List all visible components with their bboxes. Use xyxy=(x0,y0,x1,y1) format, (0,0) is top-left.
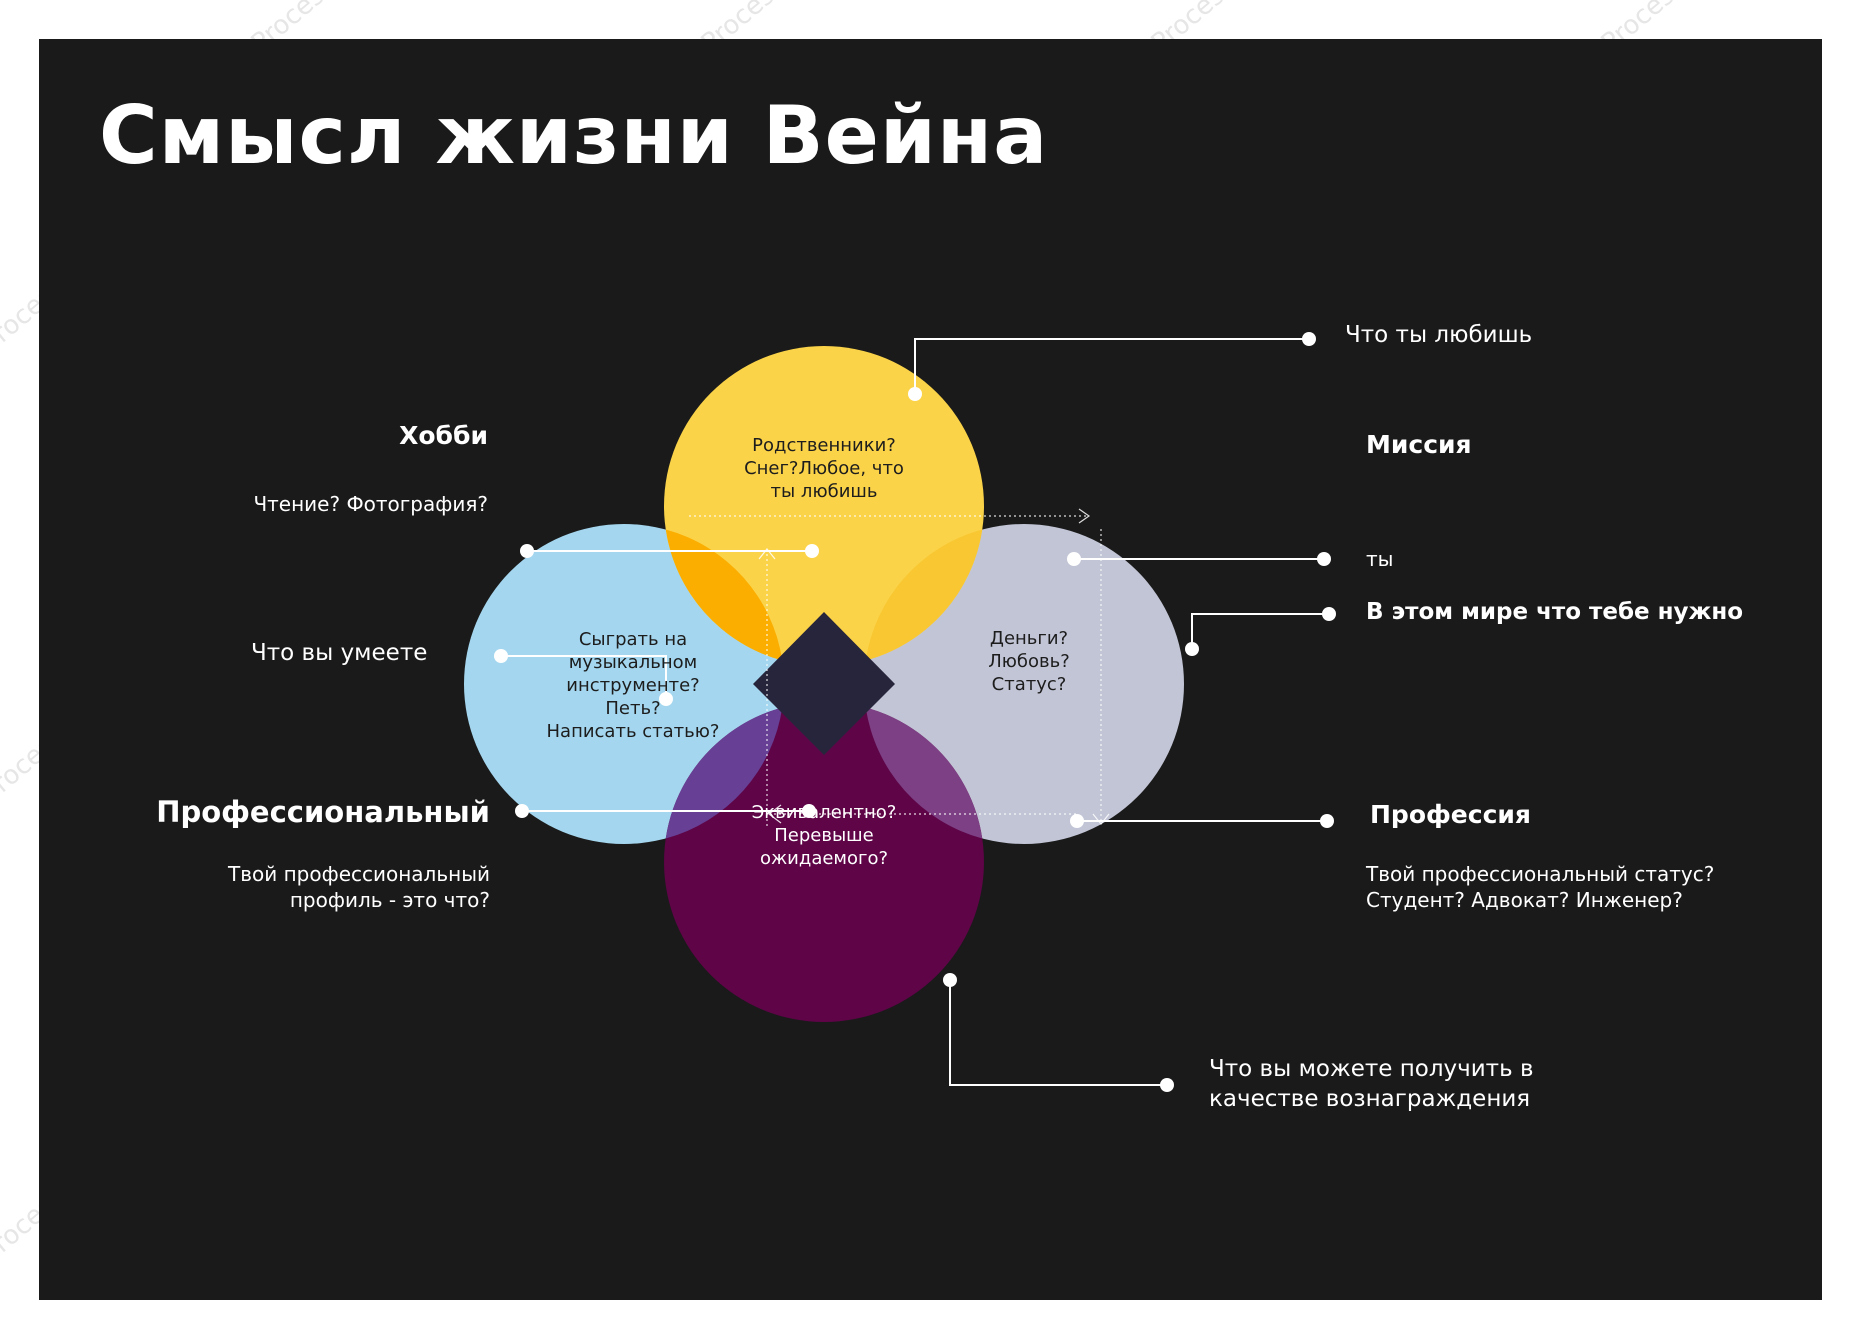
venn-diagram xyxy=(464,332,1336,1092)
profession-desc: Твой профессиональный статус? Студент? А… xyxy=(1366,862,1715,912)
connector-need xyxy=(1191,613,1329,649)
dotted-arrows xyxy=(689,508,1110,829)
skill-label: Что вы умеете xyxy=(251,640,428,666)
paid-circle-text: Эквивалентно? Перевыше ожидаемого? xyxy=(751,802,897,870)
profession-title: Профессия xyxy=(1370,800,1531,829)
diagram-canvas: Смысл жизни Вейна xyxy=(39,39,1822,1300)
love-label: Что ты любишь xyxy=(1345,322,1533,348)
hobby-title: Хобби xyxy=(399,421,488,450)
connector-skill xyxy=(501,655,667,699)
skill-circle-text: Сыграть на музыкальном инструменте? Петь… xyxy=(546,629,720,743)
center-diamond xyxy=(753,612,895,755)
professional-desc: Твой профессиональный профиль - это что? xyxy=(227,862,490,912)
need-label: В этом мире что тебе нужно xyxy=(1366,599,1744,625)
mission-desc: ты xyxy=(1366,547,1394,571)
connector-paid xyxy=(949,980,1167,1086)
connector-lines xyxy=(501,338,1329,1086)
mission-title: Миссия xyxy=(1366,430,1472,459)
paid-label: Что вы можете получить в качестве вознаг… xyxy=(1209,1056,1534,1112)
professional-title: Профессиональный xyxy=(156,795,490,829)
connector-love xyxy=(914,338,1309,394)
need-circle-text: Деньги? Любовь? Статус? xyxy=(988,628,1070,696)
page-title: Смысл жизни Вейна xyxy=(99,89,1049,182)
hobby-desc: Чтение? Фотография? xyxy=(253,492,488,516)
love-circle-text: Родственники? Снег?Любое, что ты любишь xyxy=(744,435,904,503)
connector-dots xyxy=(494,332,1336,1092)
